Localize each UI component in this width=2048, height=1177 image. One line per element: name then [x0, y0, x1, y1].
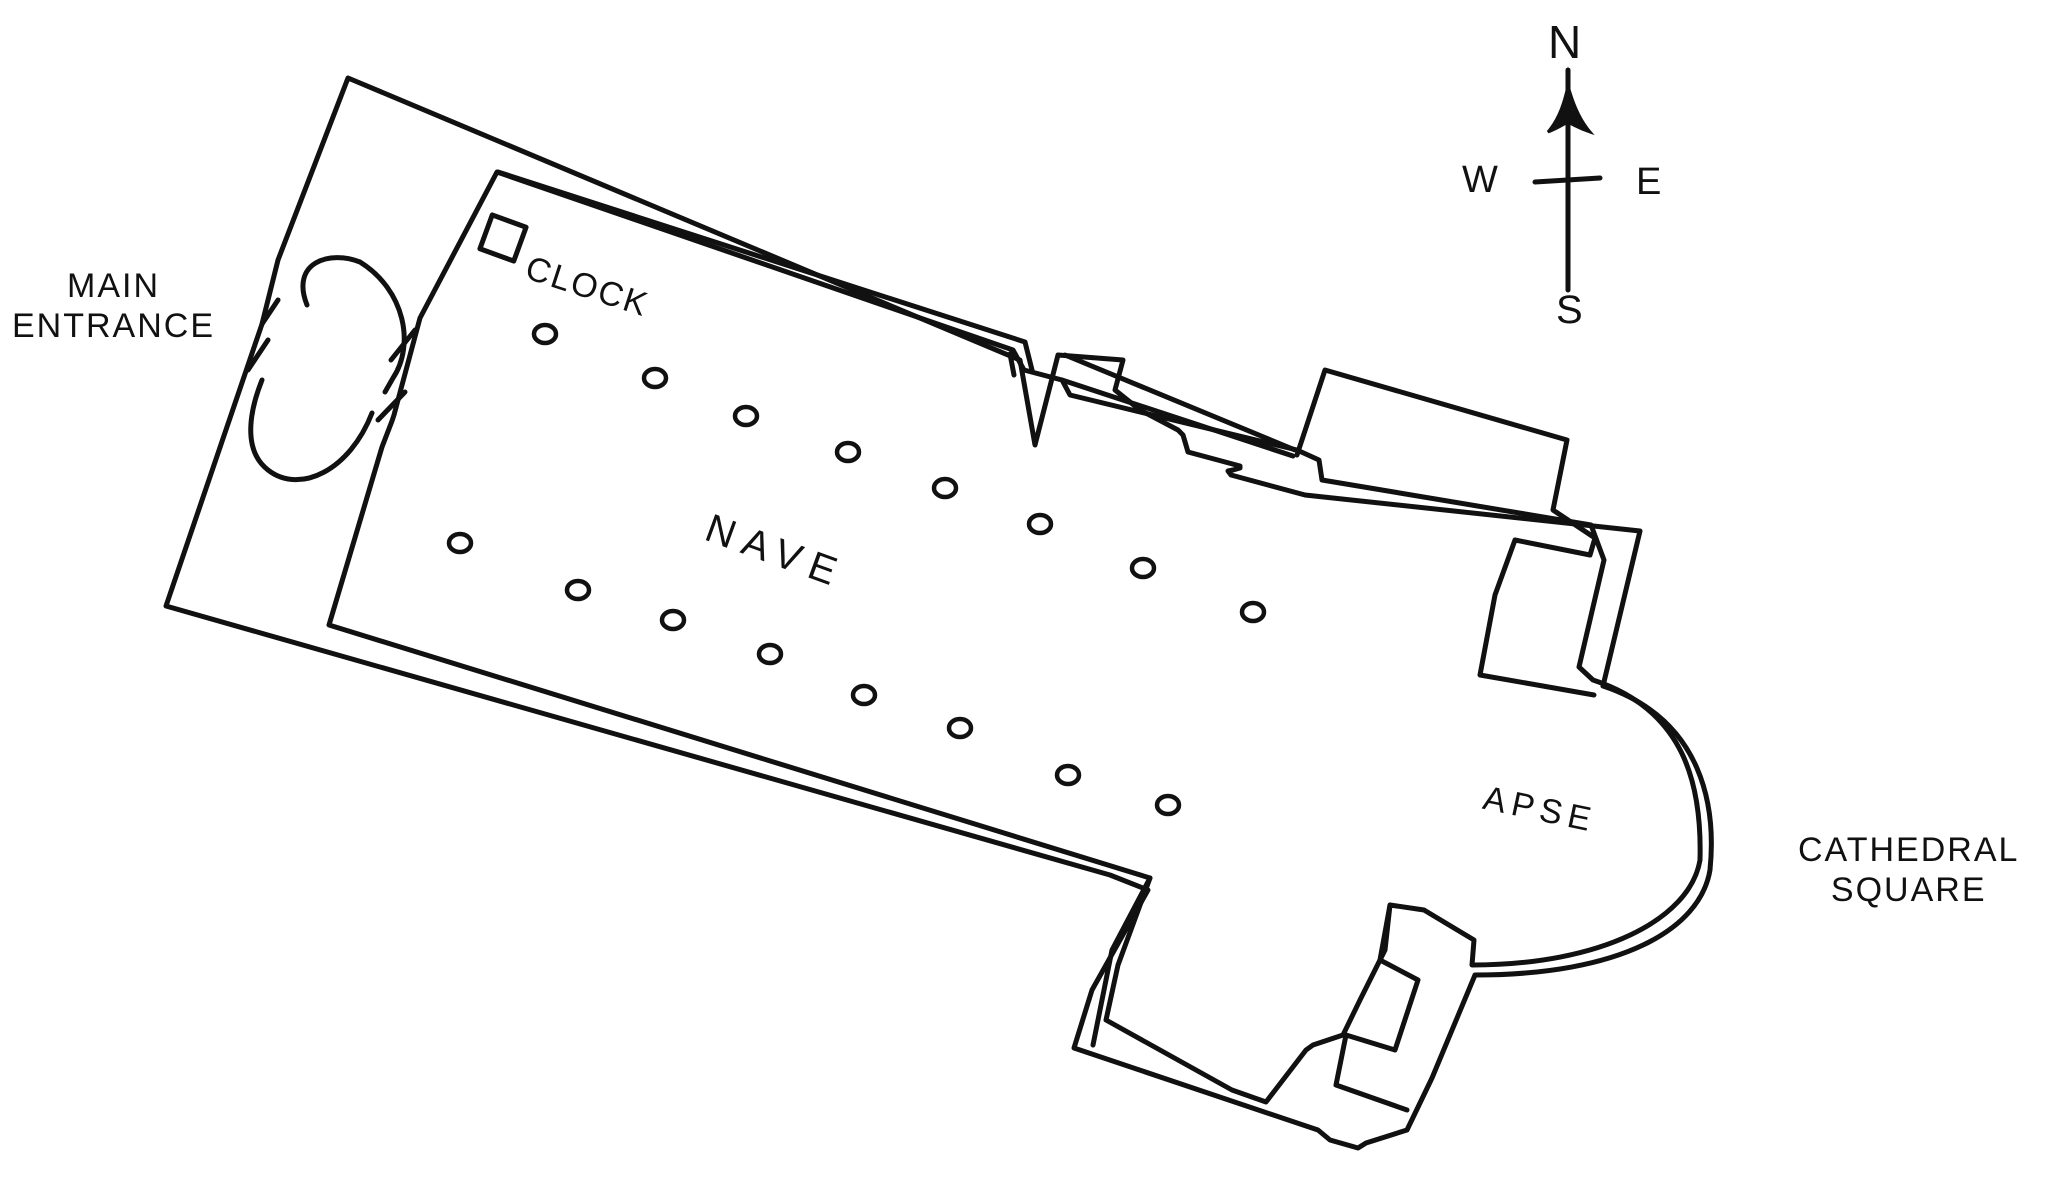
pillar — [531, 322, 559, 346]
pillar — [1026, 512, 1054, 536]
pillar — [564, 578, 592, 602]
entrance-doors — [245, 297, 418, 423]
compass-south: S — [1556, 288, 1585, 332]
inner-wall — [326, 169, 1703, 1105]
pillar — [756, 642, 784, 666]
pillar — [1054, 763, 1082, 787]
pillars — [446, 322, 1267, 817]
pillar — [931, 476, 959, 500]
pillar — [1129, 556, 1157, 580]
pillar — [946, 716, 974, 740]
pillar — [659, 608, 687, 632]
entrance-vestibule — [248, 255, 407, 483]
compass-east: E — [1636, 161, 1664, 203]
north-transept — [1294, 367, 1598, 698]
compass-west: W — [1462, 159, 1500, 201]
south-transept — [1090, 875, 1421, 1113]
outer-wall — [163, 75, 1714, 1151]
pillar — [641, 366, 669, 390]
pillar — [732, 404, 760, 428]
compass — [1532, 67, 1603, 293]
clock-square — [477, 212, 529, 264]
pillar — [446, 531, 474, 555]
pillar — [850, 683, 878, 707]
cathedral-square-label: CATHEDRAL SQUARE — [1798, 831, 2020, 909]
main-entrance-label: MAIN ENTRANCE — [12, 267, 216, 345]
pillar — [1154, 793, 1182, 817]
pillar — [1239, 600, 1267, 624]
north-aisle-wall — [495, 169, 1298, 459]
compass-north: N — [1548, 16, 1584, 68]
pillar — [834, 440, 862, 464]
